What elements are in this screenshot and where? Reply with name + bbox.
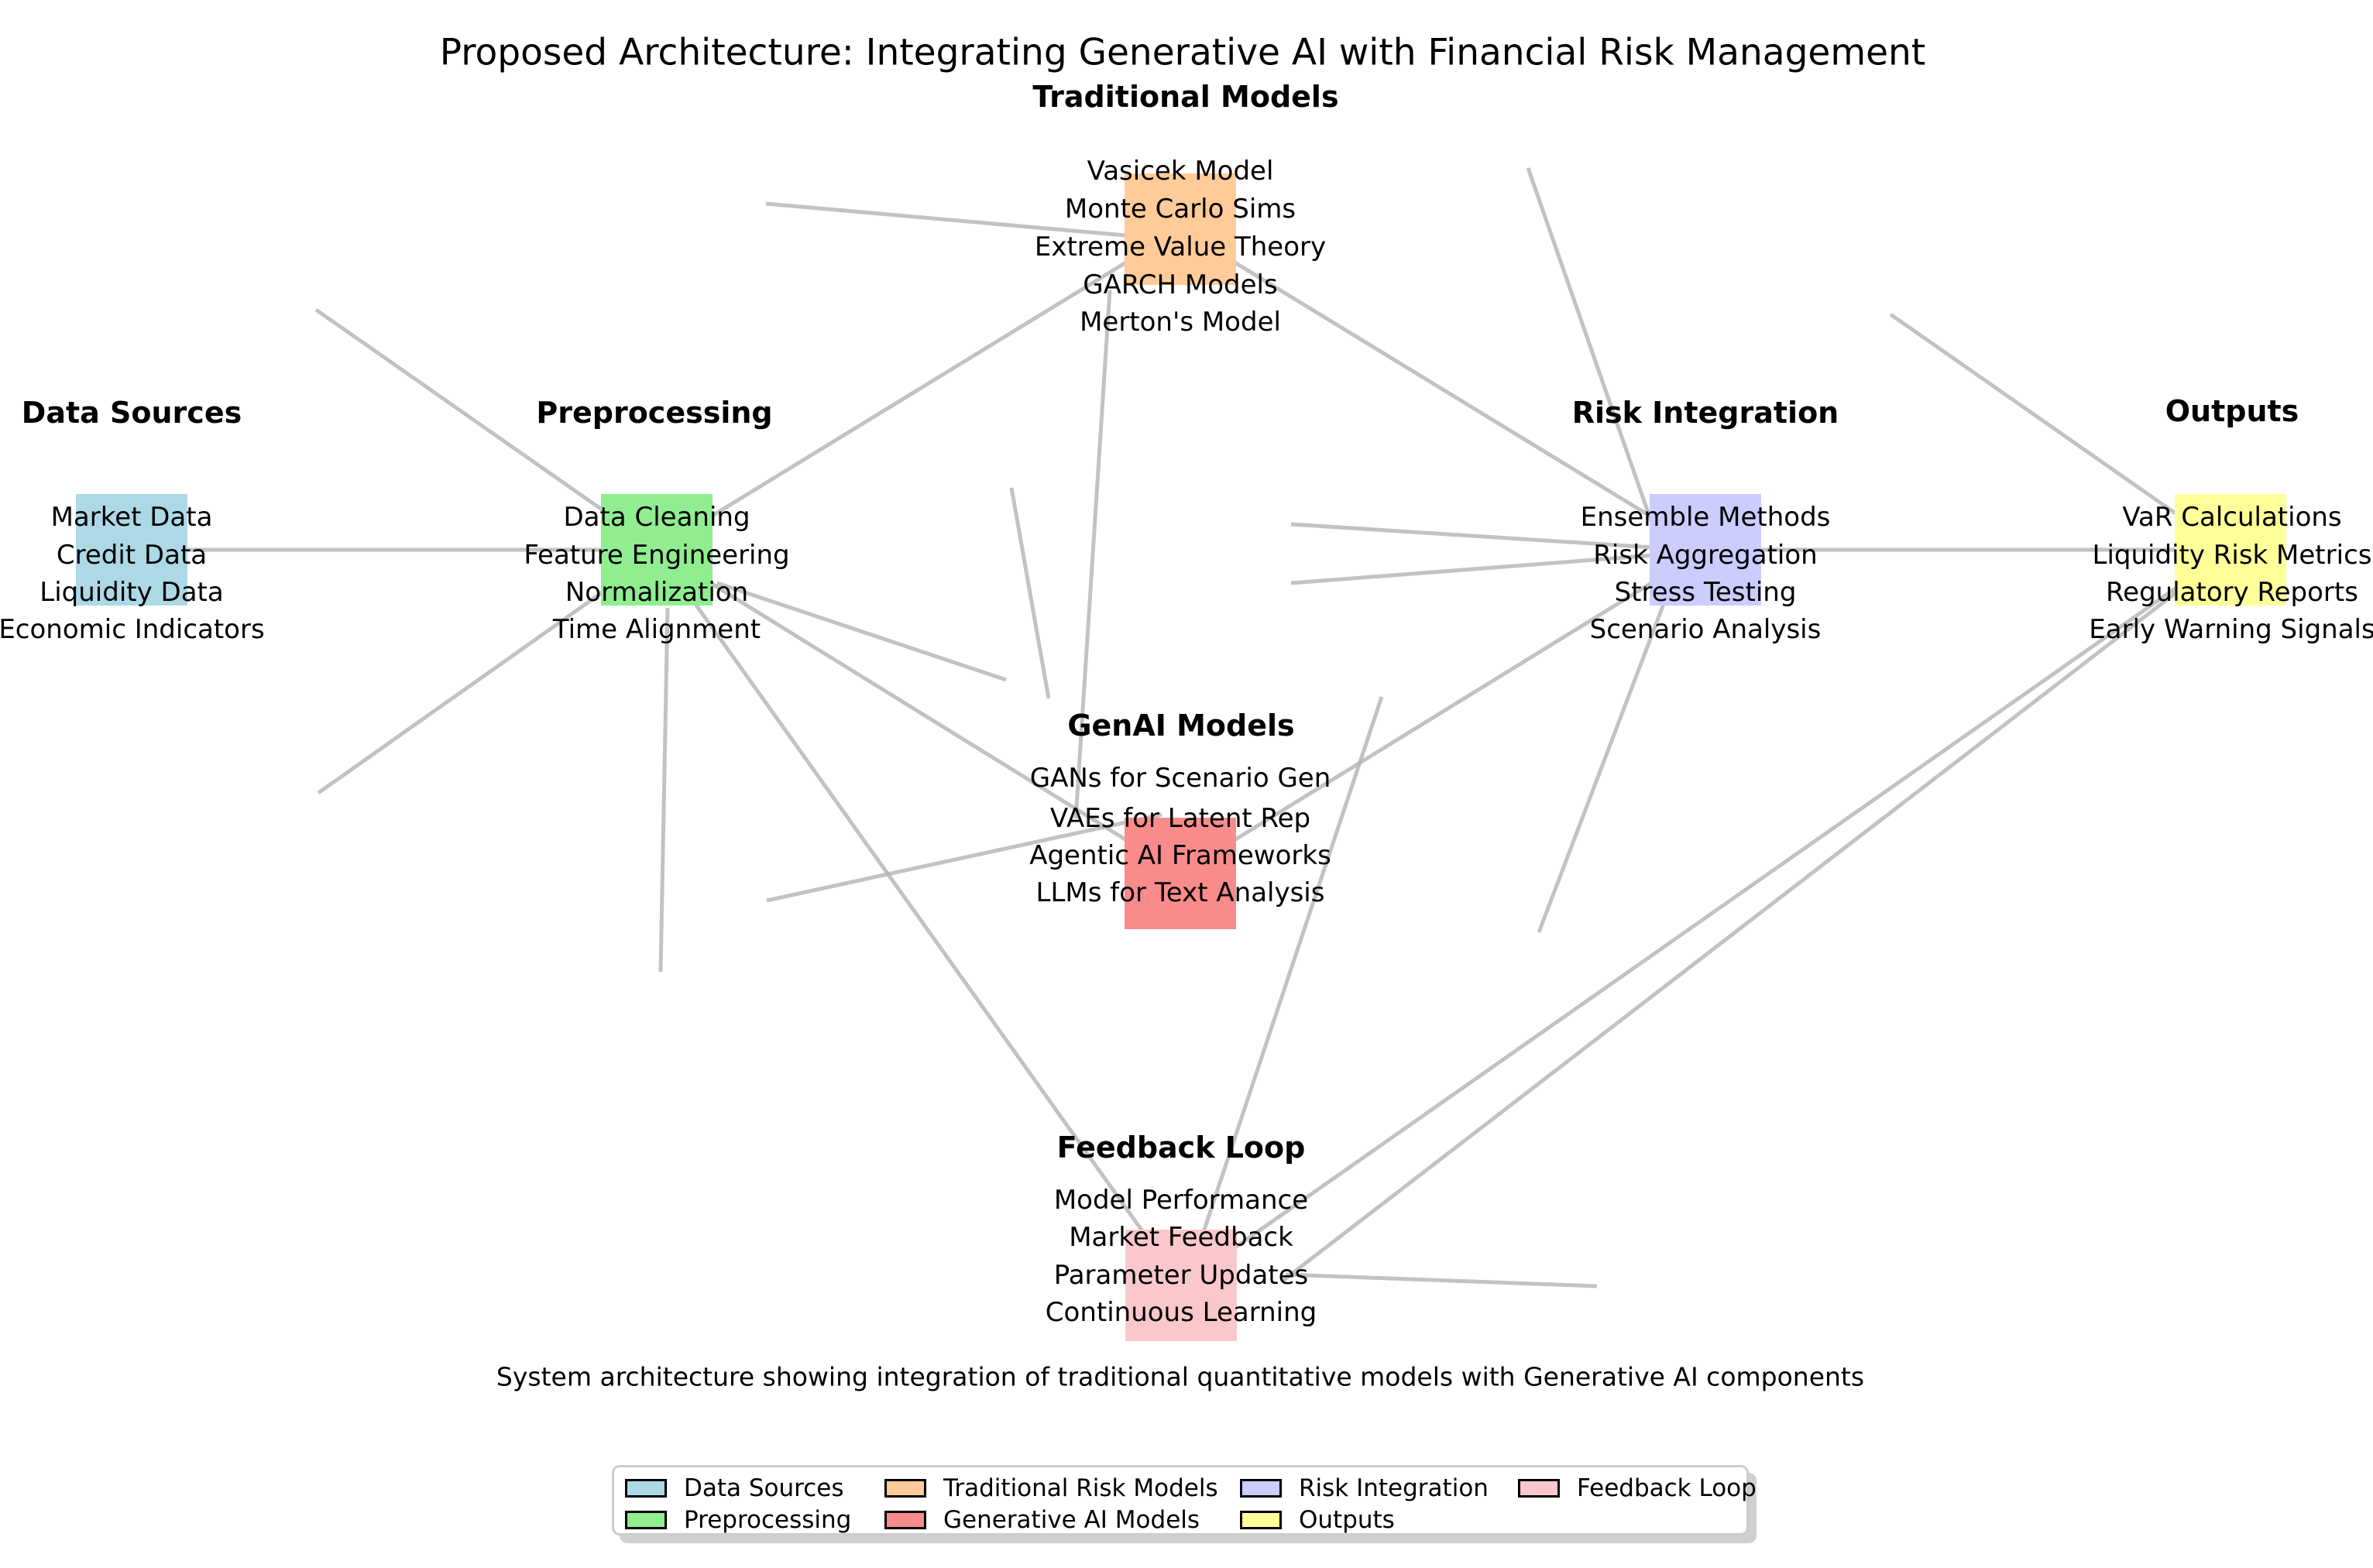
node-label-data-sources-2: Liquidity Data xyxy=(39,577,224,608)
edge-stray--risk-h2 xyxy=(1290,552,1666,585)
edge-preprocessing--down-stray xyxy=(658,607,670,973)
node-label-feedback-loop-1: Market Feedback xyxy=(1069,1222,1293,1253)
node-label-data-sources-3: Economic Indicators xyxy=(0,614,265,645)
edge-traditional--down-stray xyxy=(1073,290,1112,819)
node-label-preprocessing-1: Feature Engineering xyxy=(524,540,790,571)
node-header-outputs: Outputs xyxy=(2165,394,2299,428)
node-label-data-sources-0: Market Data xyxy=(50,502,213,533)
figure-caption: System architecture showing integration … xyxy=(496,1361,1865,1392)
edge-stray--traditional xyxy=(765,201,1170,242)
node-box-feedback-loop xyxy=(1125,1230,1237,1341)
node-label-genai-models-2: Agentic AI Frameworks xyxy=(1029,840,1331,871)
legend: Data Sources Traditional Risk Models Risk … xyxy=(612,1465,1757,1535)
node-label-feedback-loop-3: Continuous Learning xyxy=(1045,1297,1317,1328)
node-label-outputs-3: Early Warning Signals xyxy=(2089,614,2373,645)
edge-feedback--right-stray xyxy=(1285,1272,1598,1288)
figure-title: Proposed Architecture: Integrating Gener… xyxy=(439,31,1926,74)
node-label-outputs-1: Liquidity Risk Metrics xyxy=(2092,540,2372,571)
node-header-data-sources: Data Sources xyxy=(21,396,242,430)
edge-feedback--outputs xyxy=(1180,547,2232,1288)
node-label-outputs-2: Regulatory Reports xyxy=(2106,577,2358,608)
node-label-traditional-models-4: Merton's Model xyxy=(1080,307,1281,338)
node-label-preprocessing-2: Normalization xyxy=(565,577,749,608)
edge-stray--preprocessing-upleft xyxy=(314,307,644,540)
legend-swatch-0 xyxy=(625,1479,667,1498)
edge-stray--risk-steep xyxy=(1526,167,1667,562)
edge-stray--outputs xyxy=(1889,312,2220,546)
legend-swatch-6 xyxy=(1240,1511,1282,1529)
node-header-traditional-models: Traditional Models xyxy=(1032,80,1339,114)
node-label-traditional-models-0: Vasicek Model xyxy=(1087,156,1274,187)
node-header-risk-integration: Risk Integration xyxy=(1571,396,1839,430)
node-label-feedback-loop-2: Parameter Updates xyxy=(1053,1260,1309,1291)
node-label-risk-integration-0: Ensemble Methods xyxy=(1580,502,1831,533)
edge-stray--risk-h1 xyxy=(1290,522,1666,551)
node-label-preprocessing-3: Time Alignment xyxy=(552,614,761,645)
edge-outputs--feedback-b xyxy=(1280,552,2228,1283)
node-label-risk-integration-2: Stress Testing xyxy=(1614,577,1797,608)
node-label-risk-integration-1: Risk Aggregation xyxy=(1593,540,1818,571)
node-label-preprocessing-0: Data Cleaning xyxy=(563,502,750,533)
node-header-preprocessing: Preprocessing xyxy=(536,396,773,430)
node-header-genai-models: GenAI Models xyxy=(1067,709,1295,743)
node-label-traditional-models-3: GARCH Models xyxy=(1083,269,1278,300)
legend-swatch-4 xyxy=(625,1511,667,1529)
edge-preprocessing--genai xyxy=(655,547,1182,876)
edge-preprocessing--right-stray xyxy=(716,581,1007,682)
node-label-data-sources-1: Credit Data xyxy=(56,540,208,571)
node-label-genai-models-3: LLMs for Text Analysis xyxy=(1035,877,1325,908)
legend-swatch-5 xyxy=(884,1511,926,1529)
edge-stray--genai-upleft xyxy=(766,812,1162,903)
node-box-genai-models xyxy=(1125,818,1236,929)
legend-label-0: Data Sources xyxy=(684,1474,844,1502)
legend-label-6: Outputs xyxy=(1299,1506,1395,1534)
edge-stray--preprocessing-downleft xyxy=(317,561,644,795)
edge-genai--risk-integration xyxy=(1179,547,1707,876)
node-header-feedback-loop: Feedback Loop xyxy=(1056,1131,1306,1165)
legend-swatch-1 xyxy=(884,1479,926,1498)
edge-preprocessing--traditional xyxy=(655,227,1182,552)
node-label-traditional-models-2: Extreme Value Theory xyxy=(1034,232,1327,262)
edge-stray--center-short xyxy=(1009,487,1051,699)
legend-label-5: Generative AI Models xyxy=(943,1506,1200,1534)
legend-swatch-3 xyxy=(1518,1479,1560,1498)
legend-label-4: Preprocessing xyxy=(684,1506,852,1534)
node-box-outputs xyxy=(2175,494,2286,606)
node-label-risk-integration-3: Scenario Analysis xyxy=(1589,614,1822,645)
legend-label-1: Traditional Risk Models xyxy=(943,1474,1218,1502)
node-box-preprocessing xyxy=(601,494,713,606)
legend-label-3: Feedback Loop xyxy=(1577,1474,1757,1502)
node-box-data-sources xyxy=(76,494,187,606)
node-label-outputs-0: VaR Calculations xyxy=(2122,502,2342,533)
legend-swatch-2 xyxy=(1240,1479,1282,1498)
node-label-traditional-models-1: Monte Carlo Sims xyxy=(1064,194,1296,225)
node-label-genai-models-1: VAEs for Latent Rep xyxy=(1049,803,1311,834)
edge-preprocessing--feedback xyxy=(654,548,1183,1287)
node-box-traditional-models xyxy=(1125,173,1236,285)
edge-stray--feedback-steep xyxy=(1183,696,1384,1286)
node-label-feedback-loop-0: Model Performance xyxy=(1053,1185,1309,1216)
node-label-genai-models-0: GANs for Scenario Gen xyxy=(1029,763,1331,794)
legend-label-2: Risk Integration xyxy=(1299,1474,1489,1502)
edge-traditional--risk-integration xyxy=(1179,227,1707,552)
edge-risk-integration--down xyxy=(1537,599,1667,933)
node-box-risk-integration xyxy=(1650,494,1761,606)
